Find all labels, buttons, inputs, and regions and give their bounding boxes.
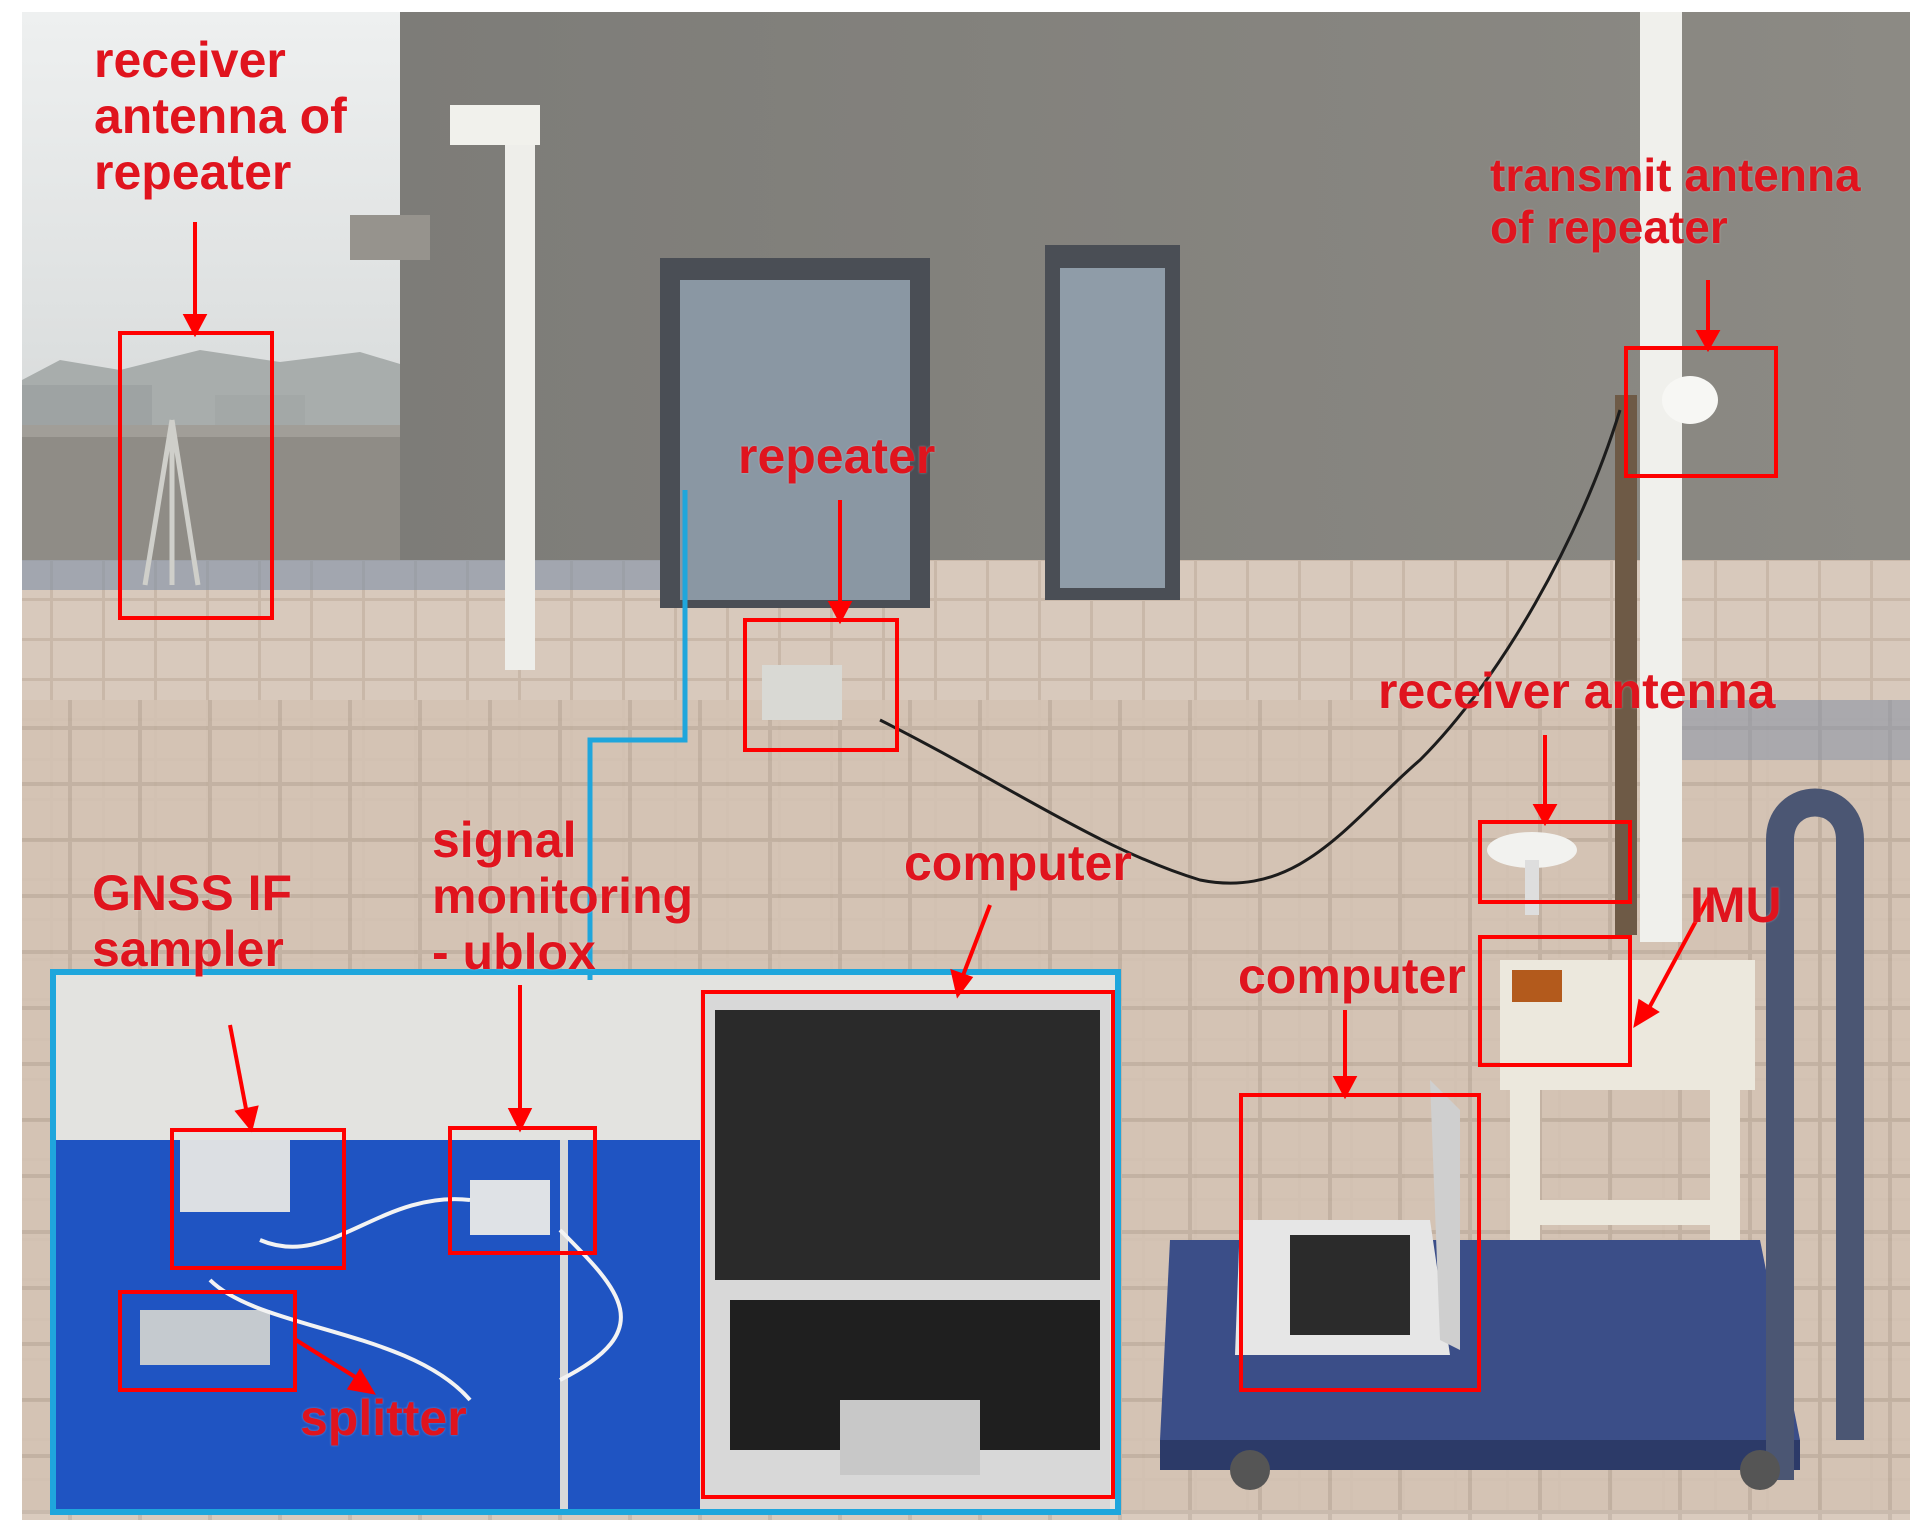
box-computer-inset	[701, 990, 1115, 1499]
support-rod	[1615, 395, 1637, 935]
box-repeater	[743, 618, 899, 752]
label-signal-monitoring-ublox: signal monitoring - ublox	[432, 812, 694, 980]
box-imu	[1478, 935, 1632, 1067]
label-gnss-if-sampler: GNSS IF sampler	[92, 865, 293, 977]
label-transmit-antenna-of-repeater: transmit antenna of repeater	[1490, 149, 1861, 253]
box-computer-right	[1239, 1093, 1481, 1392]
label-receiver-antenna-of-repeater: receiver antenna of repeater	[94, 32, 347, 200]
drain-pipe	[505, 130, 535, 670]
ublox-device	[470, 1180, 550, 1235]
splitter-device	[140, 1310, 270, 1365]
arrow-computer-inset	[960, 904, 992, 979]
parapet-wall	[22, 425, 462, 565]
gnss-if-sampler-device	[180, 1140, 290, 1212]
laptop-right	[1235, 1080, 1460, 1355]
inset-photo	[53, 972, 1118, 1512]
arrow-gnss-if-sampler	[228, 1024, 249, 1115]
box-gnss-if-sampler	[170, 1128, 346, 1270]
repeater-device	[762, 665, 842, 720]
cable	[879, 409, 1622, 885]
inset-connector-line	[587, 490, 688, 980]
window-right	[1045, 245, 1180, 600]
transmit-antenna-device	[1662, 376, 1718, 424]
box-splitter	[118, 1290, 297, 1392]
arrow-splitter	[294, 1338, 362, 1382]
inset-border	[50, 969, 1121, 1515]
label-computer-inset: computer	[904, 835, 1132, 891]
label-computer-right: computer	[1238, 948, 1466, 1004]
box-receiver-antenna	[1478, 820, 1632, 904]
imu-device	[1512, 970, 1562, 1002]
label-receiver-antenna: receiver antenna	[1378, 663, 1776, 719]
arrow-imu	[1646, 894, 1712, 1011]
label-repeater: repeater	[738, 428, 936, 484]
box-signal-monitoring	[448, 1126, 597, 1255]
box-transmit-antenna	[1624, 346, 1778, 478]
tripod	[142, 419, 201, 586]
label-splitter: splitter	[300, 1390, 467, 1446]
label-imu: IMU	[1690, 877, 1782, 933]
receiver-antenna-device	[1487, 832, 1577, 868]
window-left	[660, 258, 930, 608]
